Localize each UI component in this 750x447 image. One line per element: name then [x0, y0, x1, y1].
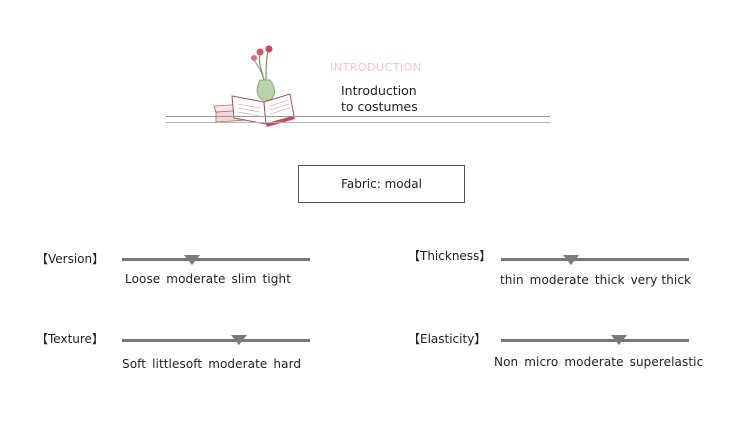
texture-label: 【Texture】 [36, 332, 104, 346]
elasticity-option: moderate [564, 355, 624, 369]
version-label: 【Version】 [36, 252, 105, 266]
elasticity-option: superelastic [629, 355, 704, 369]
version-option: moderate [166, 272, 226, 286]
thickness-marker [562, 255, 579, 265]
texture-option: Soft [122, 357, 147, 371]
version-option: Loose [125, 272, 161, 286]
texture-track [122, 339, 310, 342]
divider-line [166, 116, 550, 117]
elasticity-label: 【Elasticity】 [408, 332, 487, 346]
thickness-option: very thick [630, 273, 692, 287]
version-track [122, 258, 310, 261]
texture-option: hard [273, 357, 302, 371]
thickness-option: thick [594, 273, 625, 287]
fabric-text: Fabric: modal [341, 177, 422, 191]
version-options: Loose moderate slim tight [125, 272, 291, 286]
page-title: Introduction to costumes [341, 83, 418, 115]
flower-vase-icon [251, 45, 275, 101]
fabric-info-box: Fabric: modal [298, 165, 465, 203]
elasticity-option: micro [524, 355, 559, 369]
thickness-option: moderate [529, 273, 589, 287]
texture-marker [230, 335, 247, 345]
introduction-watermark: INTRODUCTION [330, 61, 422, 74]
title-line-2: to costumes [341, 99, 418, 114]
thickness-label: 【Thickness】 [408, 249, 492, 263]
version-option: tight [262, 272, 291, 286]
elasticity-marker [611, 335, 628, 345]
elasticity-track [501, 339, 689, 342]
divider-line [166, 122, 550, 123]
texture-option: littlesoft [152, 357, 203, 371]
title-line-1: Introduction [341, 83, 417, 98]
texture-option: moderate [208, 357, 268, 371]
texture-options: Soft littlesoft moderate hard [122, 357, 301, 371]
elasticity-options: Non micro moderate superelastic [494, 355, 703, 369]
thickness-option: thin [500, 273, 524, 287]
elasticity-option: Non [494, 355, 519, 369]
thickness-track [501, 258, 689, 261]
version-option: slim [231, 272, 257, 286]
version-marker [183, 255, 200, 265]
thickness-options: thin moderate thick very thick [500, 273, 691, 287]
